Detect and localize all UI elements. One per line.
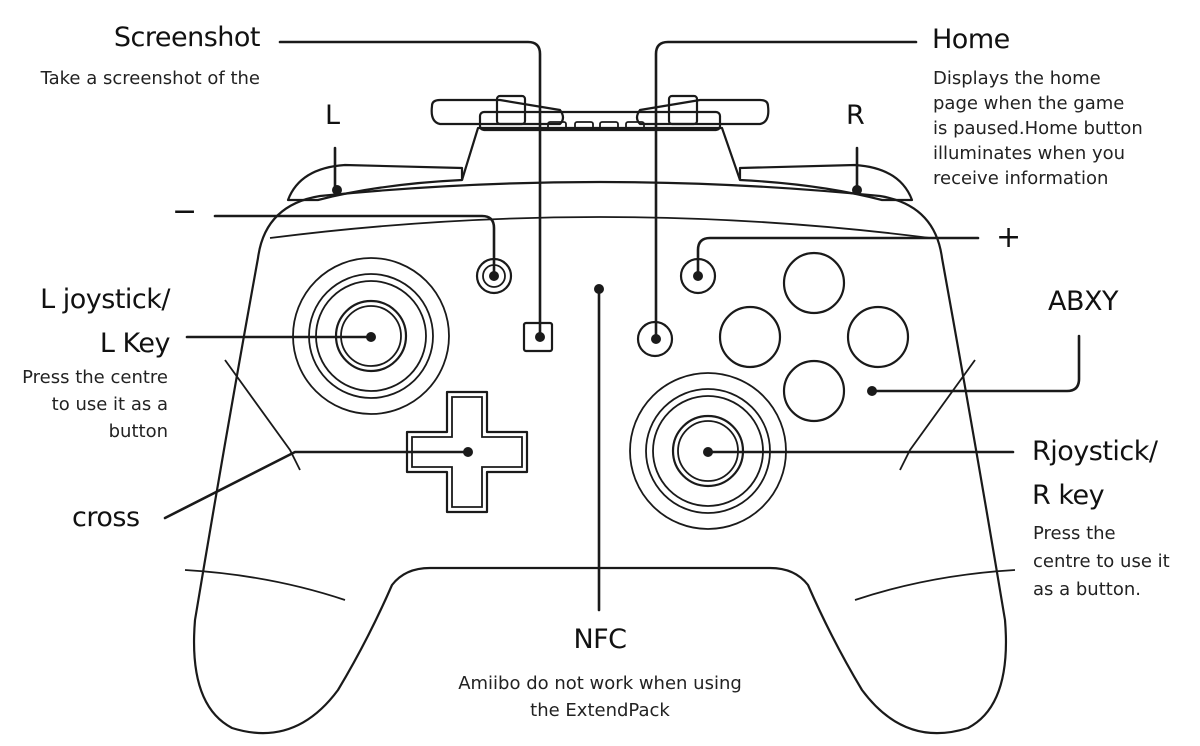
- nfc-description: Amiibo do not work when using the Extend…: [458, 673, 742, 721]
- minus-label: −: [172, 194, 197, 229]
- screenshot-description: Take a screenshot of the: [40, 68, 260, 89]
- dpad: [405, 390, 529, 514]
- screenshot-label: Screenshot: [113, 22, 261, 53]
- r-joystick-description: Press the centre to use it as a button.: [1033, 523, 1170, 600]
- right-grip-line: [854, 569, 1016, 601]
- home-description: Displays the home page when the game is …: [933, 68, 1143, 189]
- left-grip-seam: [224, 359, 301, 471]
- l-joystick-description: Press the centre to use it as a button: [22, 367, 168, 442]
- right-grip-seam: [899, 359, 976, 471]
- extendpack-attachment: [430, 94, 770, 181]
- r-joystick-label: Rjoystick/ R key: [1032, 436, 1158, 511]
- cross-label: cross: [72, 502, 140, 533]
- left-grip-line: [184, 569, 346, 601]
- l-joystick-label: L joystick/ L Key: [40, 284, 170, 359]
- nfc-label: NFC: [573, 624, 627, 655]
- abxy-label: ABXY: [1048, 286, 1118, 317]
- screenshot-button: [522, 321, 554, 353]
- plus-label: +: [996, 220, 1021, 255]
- home-label: Home: [932, 24, 1010, 55]
- r-label: R: [846, 100, 865, 131]
- leader-lines: [163, 40, 1081, 612]
- top-ridge: [269, 216, 931, 239]
- abxy-buttons: [718, 251, 910, 423]
- l-label: L: [325, 100, 340, 131]
